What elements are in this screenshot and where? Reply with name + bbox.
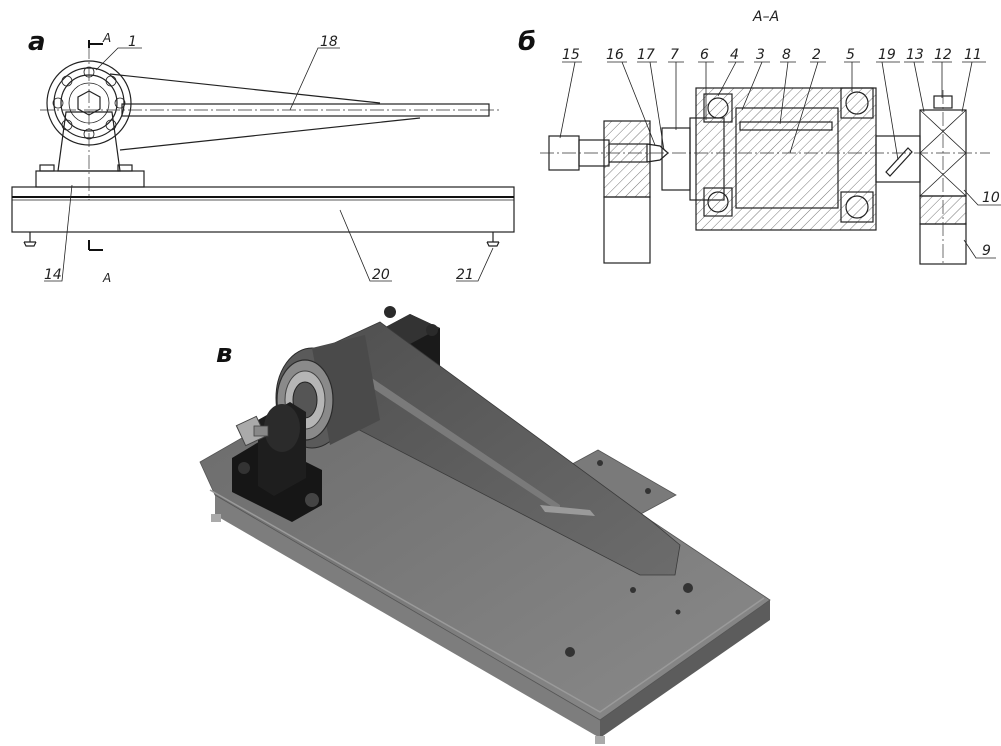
callout-19: 19	[878, 47, 896, 63]
callout-15: 15	[562, 47, 580, 63]
callout-2: 2	[812, 47, 821, 63]
callout-8: 8	[782, 47, 791, 63]
section-mark-top: А	[102, 31, 111, 45]
panel-label-c: в	[216, 339, 232, 369]
section-title: А–А	[752, 9, 779, 25]
base-plate-side-right	[600, 600, 770, 738]
callout-11: 11	[964, 47, 982, 63]
callout-3: 3	[756, 47, 765, 63]
callout-14: 14	[44, 267, 62, 283]
view-a-drawing: А А	[11, 31, 515, 285]
lever-arm	[329, 321, 681, 576]
callout-18: 18	[320, 34, 338, 50]
callout-6: 6	[700, 47, 709, 63]
callout-13: 13	[906, 47, 924, 63]
callout-17: 17	[637, 47, 655, 63]
callout-9: 9	[982, 243, 991, 259]
callout-7: 7	[670, 47, 679, 63]
callout-12: 12	[934, 47, 952, 63]
callout-5: 5	[846, 47, 855, 63]
base-plate-side-front	[215, 495, 600, 738]
view-a-callouts: 1 18 14 20 21	[44, 34, 494, 283]
section-mark-bottom: А	[102, 271, 111, 285]
callout-1: 1	[128, 34, 137, 50]
bearing-balls	[52, 66, 126, 140]
panel-label-b: б	[518, 27, 536, 57]
callout-16: 16	[606, 47, 624, 63]
callout-20: 20	[372, 267, 390, 283]
view-b-drawing	[540, 87, 990, 265]
callout-21: 21	[456, 267, 474, 283]
panel-label-a: а	[28, 27, 46, 57]
callout-4: 4	[730, 47, 739, 63]
view-b-callouts: 15 16 17 7 6 4 3 8 2 5 19 13 12 11 10 9	[559, 47, 1001, 259]
view-c-3d-model	[199, 306, 771, 744]
callout-10: 10	[982, 190, 1000, 206]
